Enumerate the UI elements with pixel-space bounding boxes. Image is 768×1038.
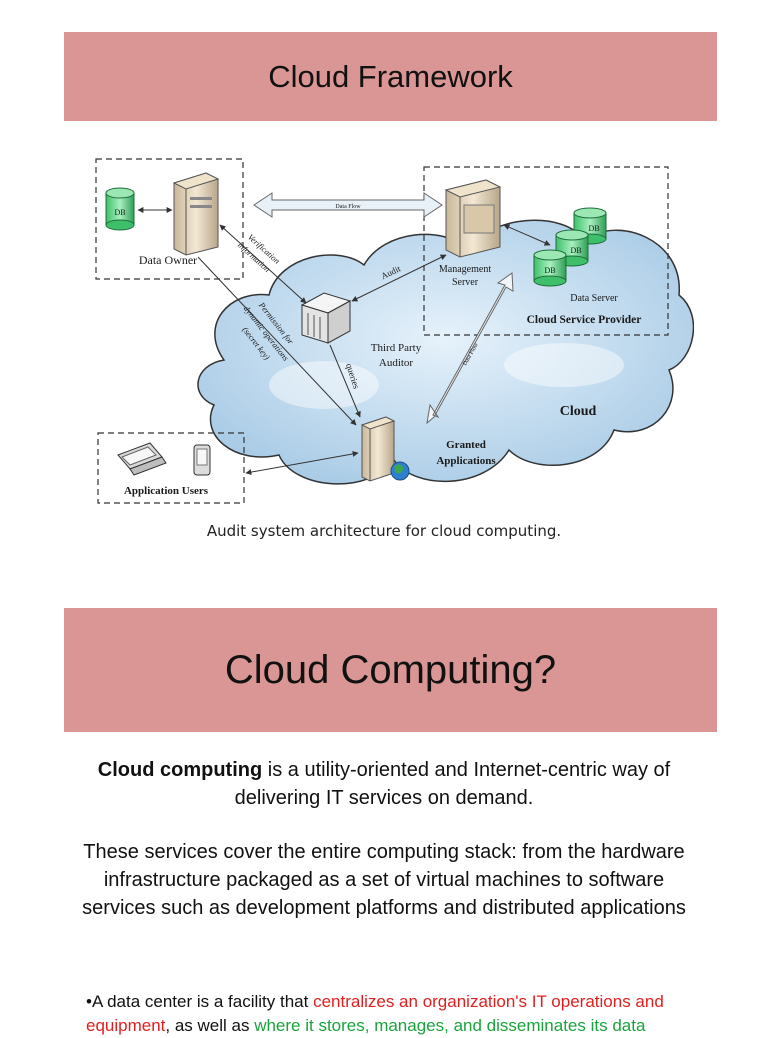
db-label: DB — [114, 208, 125, 217]
slide1-title: Cloud Framework — [268, 58, 513, 94]
granted-applications-server-icon — [360, 416, 410, 482]
data-owner-label: Data Owner — [139, 253, 197, 267]
application-users-box — [97, 432, 245, 504]
svg-text:DB: DB — [570, 246, 581, 255]
users-apps-arrow — [245, 450, 359, 476]
verification-arrow — [219, 224, 307, 304]
svg-text:Data Server: Data Server — [570, 293, 618, 304]
definition-text: is a utility-oriented and Internet-centr… — [234, 759, 671, 809]
svg-text:Third Party: Third Party — [371, 342, 422, 354]
management-server-icon — [444, 179, 502, 258]
svg-text:Granted: Granted — [446, 439, 486, 451]
svg-text:DB: DB — [544, 266, 555, 275]
svg-text:Application Users: Application Users — [124, 485, 209, 497]
permission-arrow — [197, 256, 357, 426]
audit-arrow — [351, 254, 447, 302]
slide2-title-banner: Cloud Computing? — [64, 608, 717, 732]
data-owner-box — [95, 158, 244, 280]
phone-icon — [193, 444, 211, 476]
svg-text:Auditor: Auditor — [379, 357, 414, 369]
audit-architecture-diagram: DB Data Owner Data Flow Management Serve… — [95, 158, 694, 504]
svg-text:Cloud Service Provider: Cloud Service Provider — [527, 314, 642, 326]
database-icon: DB — [105, 187, 135, 231]
term-cloud-computing: Cloud computing — [97, 759, 263, 781]
queries-arrow — [329, 344, 361, 418]
svg-text:Applications: Applications — [436, 455, 496, 467]
slide2-title: Cloud Computing? — [224, 647, 557, 692]
laptop-icon — [117, 442, 167, 476]
data-owner-server-icon — [172, 172, 220, 256]
cloud-service-provider-box — [423, 166, 669, 336]
svg-text:DB: DB — [588, 224, 599, 233]
mgmt-dataserver-link — [503, 224, 551, 246]
data-flow-arrow: Data Flow — [253, 192, 443, 218]
services-paragraph: These services cover the entire computin… — [82, 841, 686, 919]
cloud-shape — [197, 219, 694, 485]
highlight-green: where it stores, manages, and disseminat… — [254, 1016, 646, 1035]
definition-paragraph: Cloud computing is a utility-oriented an… — [70, 756, 698, 812]
data-center-bullet: •A data center is a facility that centra… — [86, 992, 664, 1035]
diagram-caption: Audit system architecture for cloud comp… — [206, 522, 562, 540]
svg-text:Server: Server — [452, 277, 479, 288]
slide1-title-banner: Cloud Framework — [64, 32, 717, 121]
svg-text:Management: Management — [439, 264, 491, 275]
svg-text:Data Flow: Data Flow — [335, 204, 361, 210]
cloud-label: Cloud — [560, 404, 597, 419]
data-server-database-icons: DB DB DB — [533, 207, 607, 287]
third-party-auditor-icon — [300, 292, 352, 344]
